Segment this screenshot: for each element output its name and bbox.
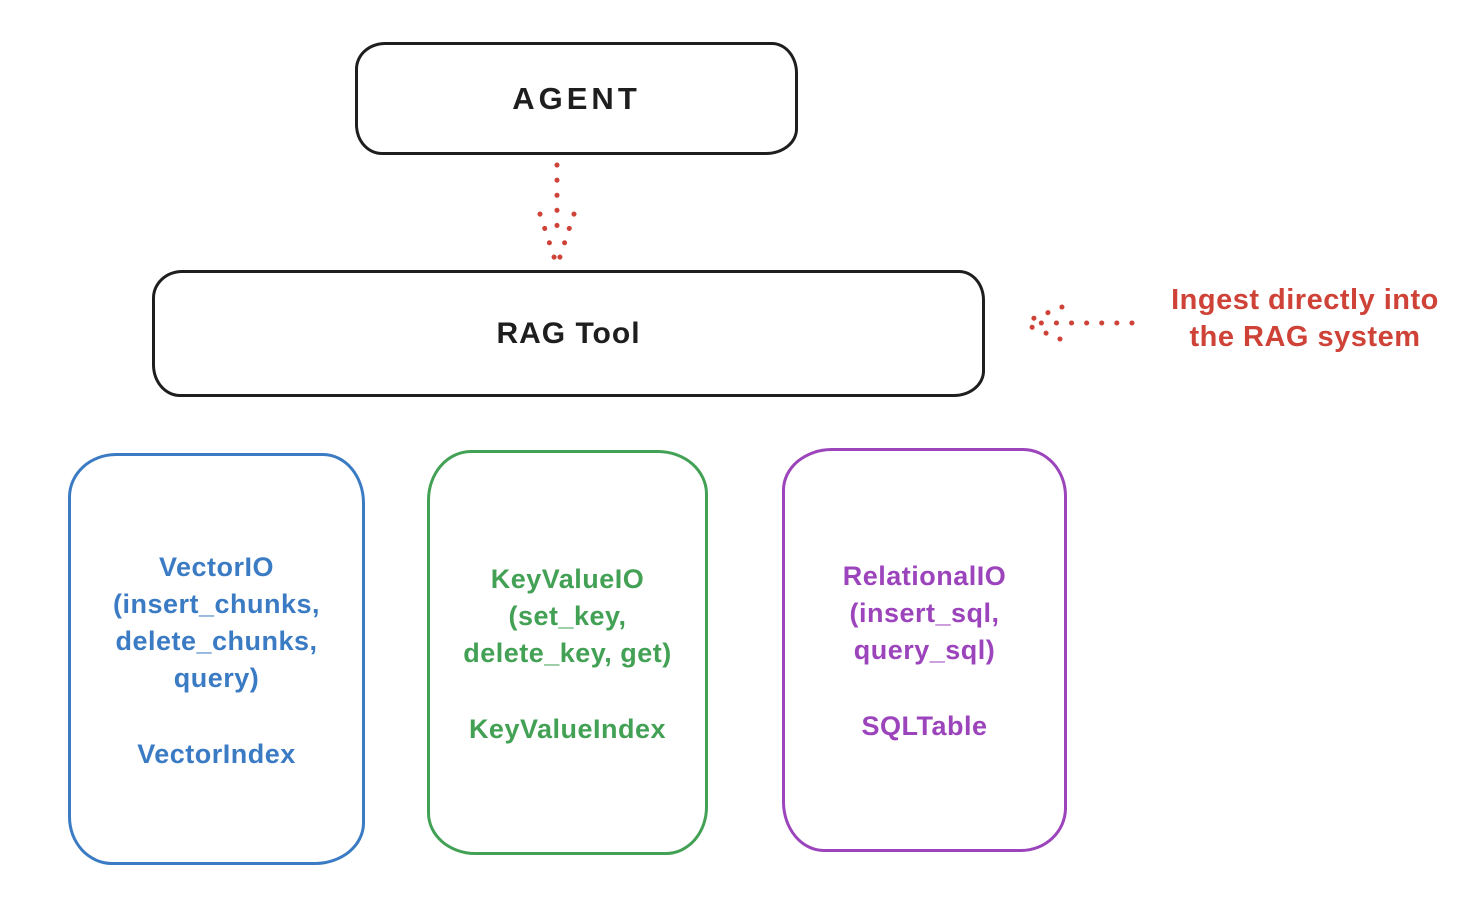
rag-tool-label: RAG Tool	[496, 316, 641, 350]
ingest-annotation: Ingest directly into the RAG system	[1171, 284, 1439, 353]
key-value-io-box: KeyValueIO (set_key, delete_key, get) Ke…	[427, 450, 708, 855]
relational-io-label: RelationalIO (insert_sql, query_sql)	[842, 561, 1007, 665]
agent-box: AGENT	[355, 42, 798, 155]
rag-tool-box: RAG Tool	[152, 270, 985, 397]
relational-io-box: RelationalIO (insert_sql, query_sql) SQL…	[782, 448, 1067, 852]
dotted-left-arrow-icon	[1019, 304, 1135, 342]
dotted-down-arrow-icon	[537, 162, 577, 269]
agent-label: AGENT	[512, 80, 641, 116]
key-value-io-label: KeyValueIO (set_key, delete_key, get)	[463, 563, 672, 668]
sql-table-label: SQLTable	[861, 711, 988, 741]
vector-io-box: VectorIO (insert_chunks, delete_chunks, …	[68, 453, 365, 865]
key-value-index-label: KeyValueIndex	[468, 713, 667, 744]
vector-io-label: VectorIO (insert_chunks, delete_chunks, …	[112, 551, 321, 693]
vector-index-label: VectorIndex	[137, 738, 296, 769]
